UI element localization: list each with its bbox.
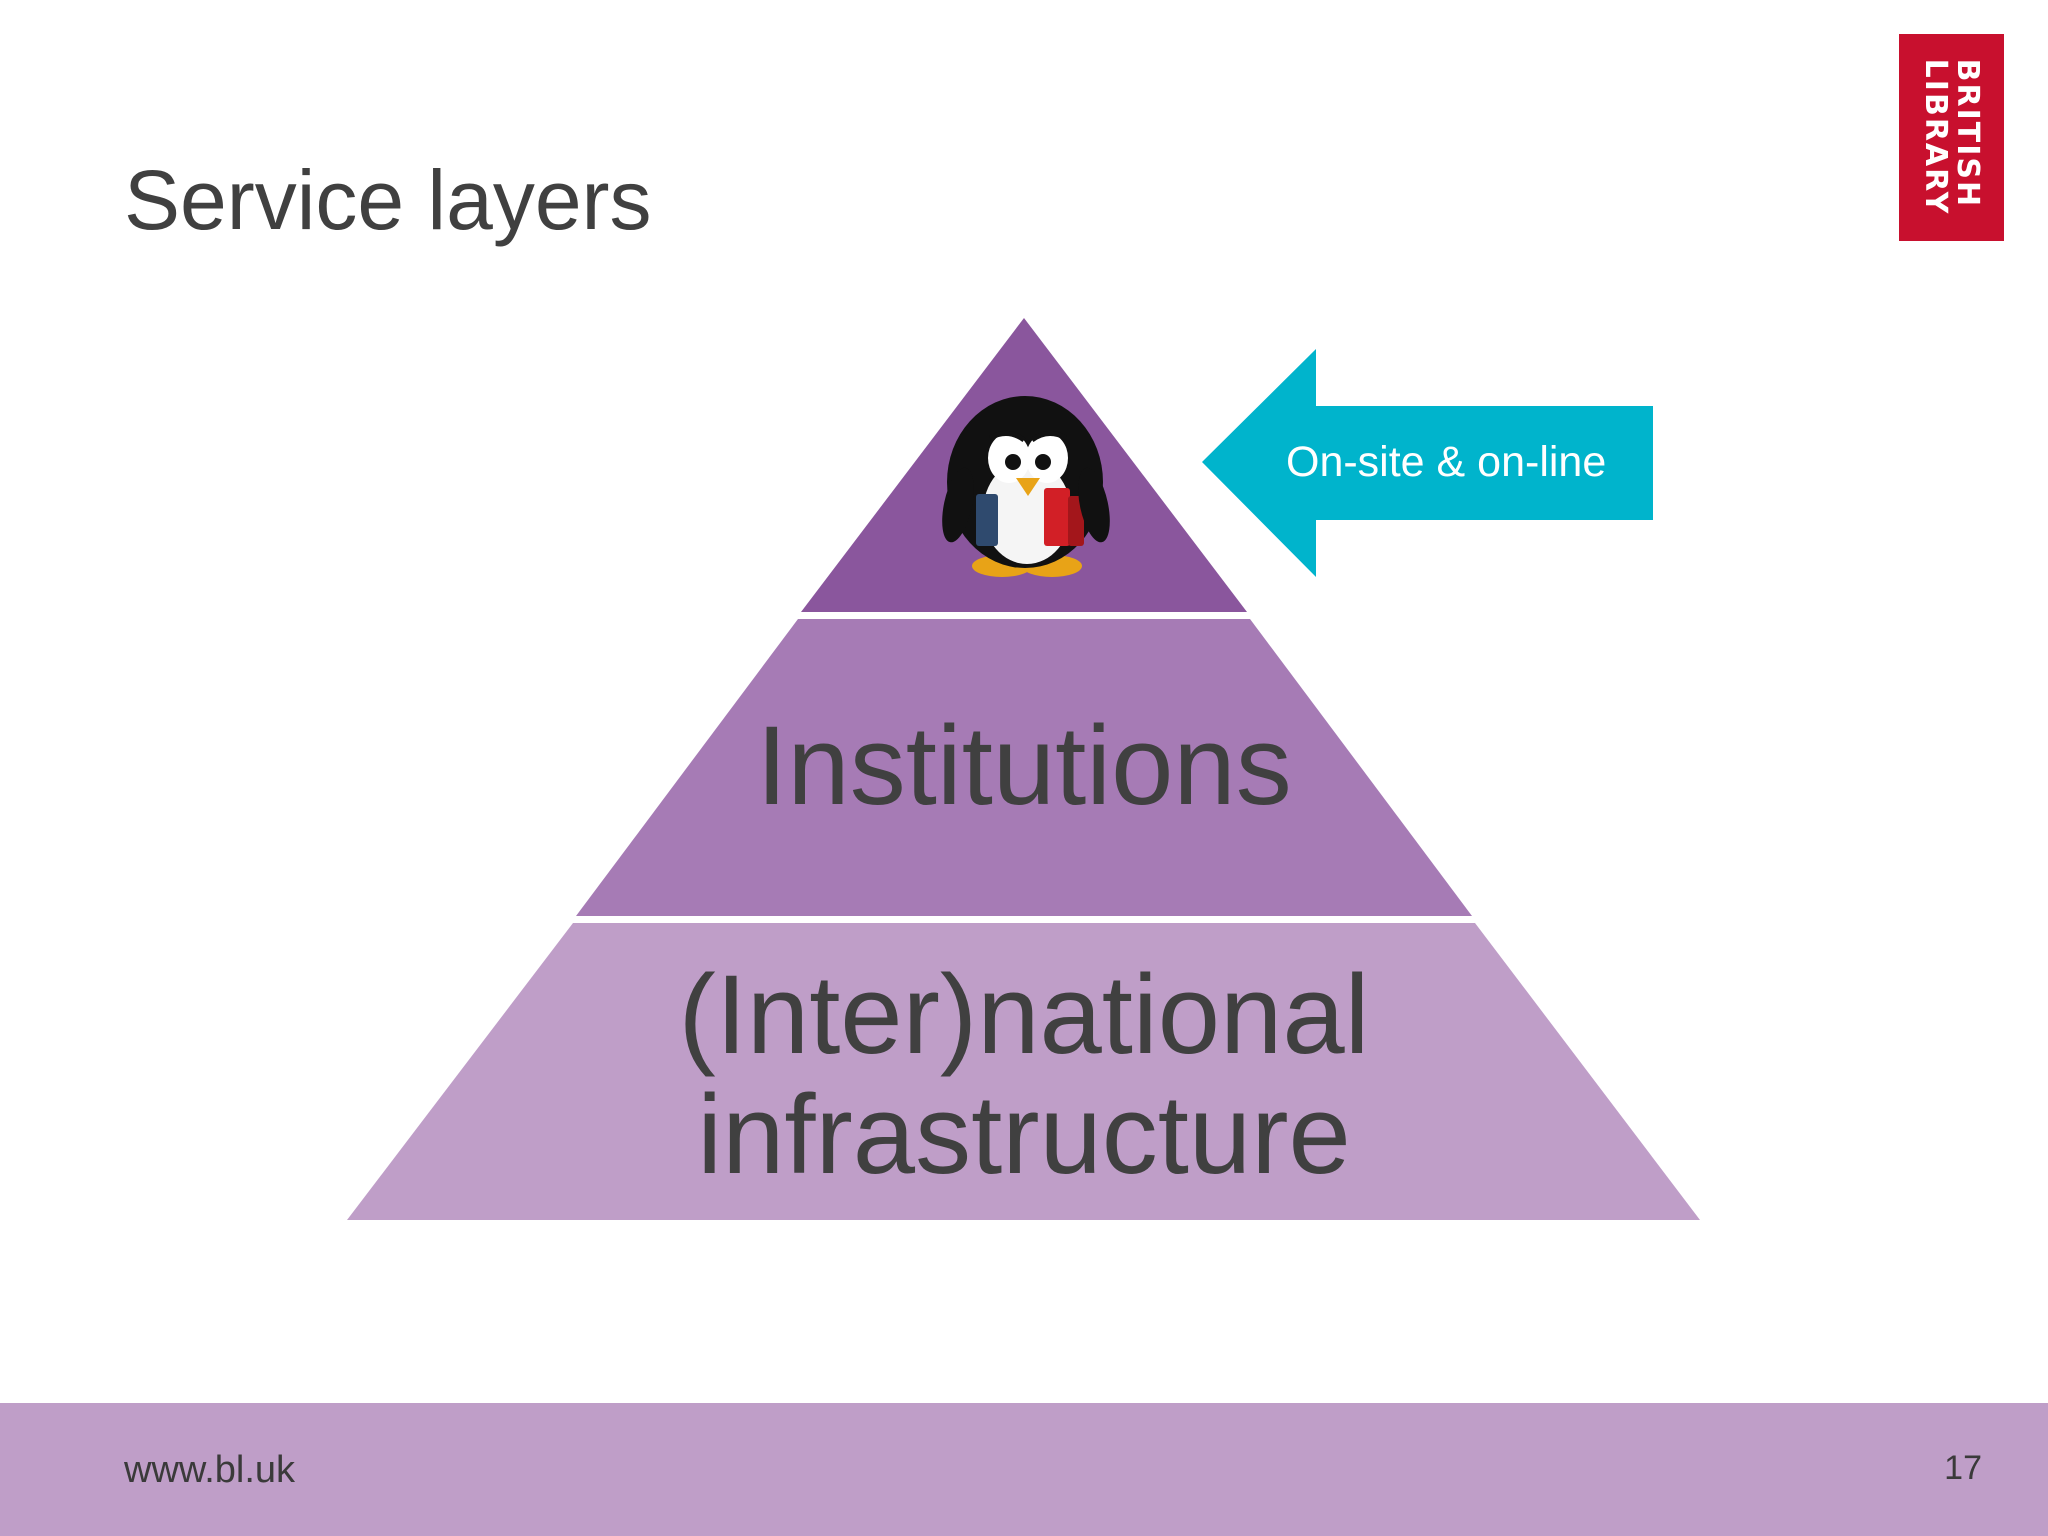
page-number: 17 <box>1944 1449 1982 1487</box>
footer-bar: www.bl.uk 17 <box>0 1403 2048 1536</box>
layer-label-line1: (Inter)national <box>678 952 1370 1077</box>
layer-label-institutions: Institutions <box>756 703 1292 828</box>
pyramid-layer-middle <box>576 619 1472 916</box>
british-library-logo: BRITISH LIBRARY <box>1899 34 2004 241</box>
penguin-reading-icon <box>942 396 1110 577</box>
slide-title: Service layers <box>124 153 652 247</box>
callout-label: On-site & on-line <box>1286 438 1607 486</box>
layer-label-infrastructure: (Inter)national infrastructure <box>574 955 1474 1195</box>
layer-label-line2: infrastructure <box>697 1072 1351 1197</box>
pyramid-layer-bottom <box>347 923 1700 1220</box>
footer-url: www.bl.uk <box>124 1449 296 1491</box>
callout-arrow <box>1202 349 1653 577</box>
